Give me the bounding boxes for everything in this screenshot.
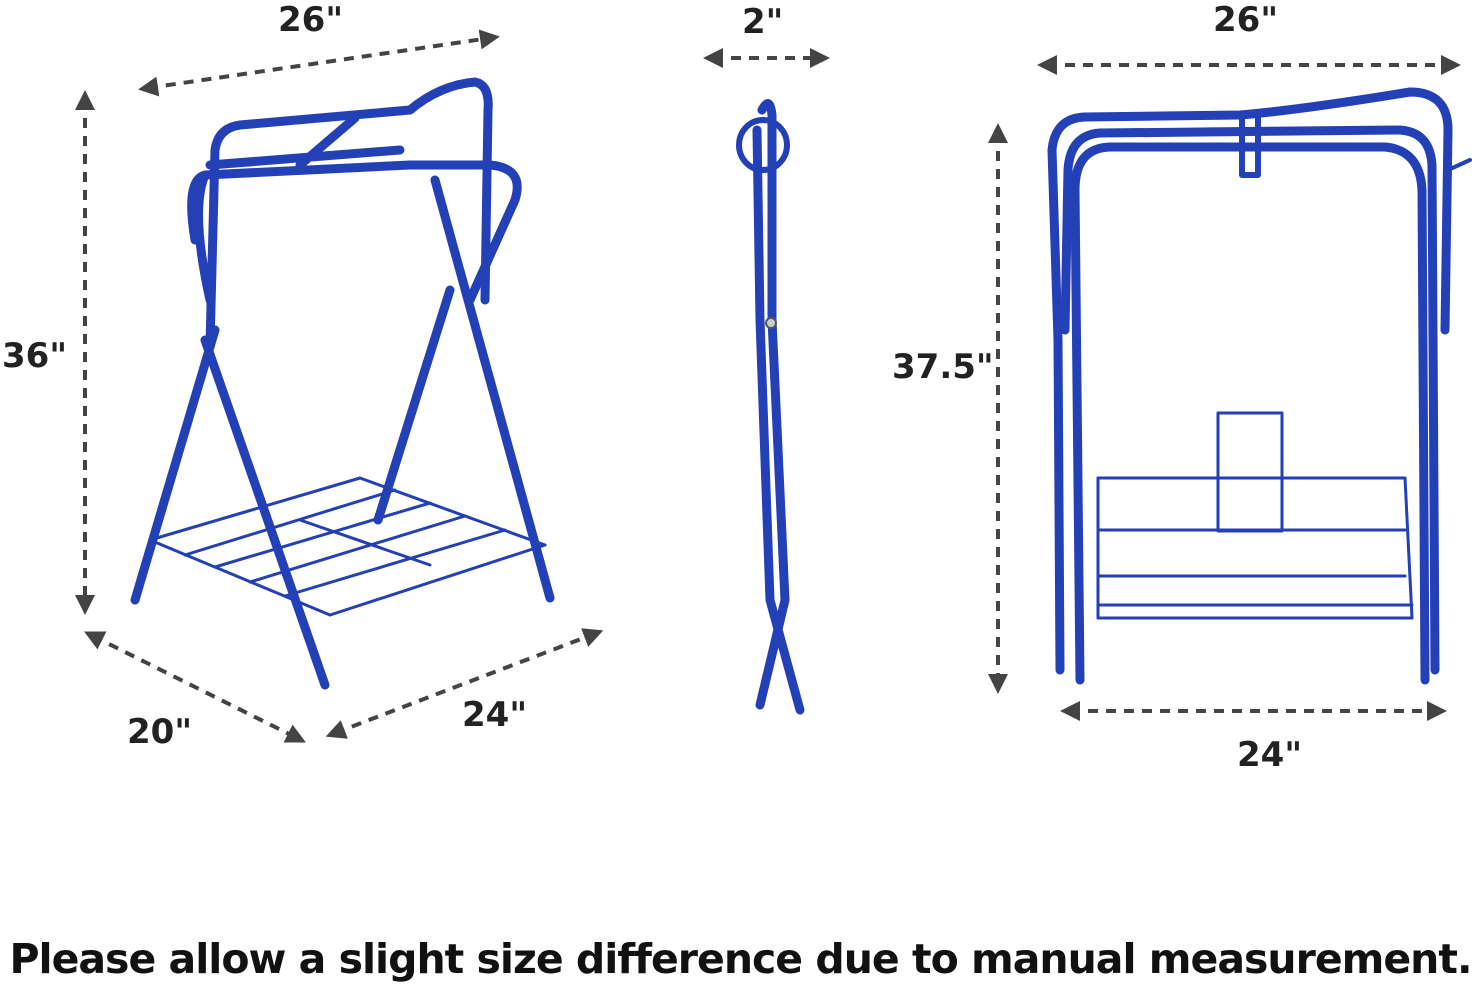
label-folded-depth: 2" bbox=[742, 2, 784, 42]
saddle-stand-front-view bbox=[1047, 87, 1472, 685]
label-height-perspective: 36" bbox=[2, 336, 68, 376]
dim-line-top-width-perspective bbox=[138, 29, 500, 97]
label-bottom-width-perspective: 24" bbox=[462, 695, 528, 735]
measurement-disclaimer: Please allow a slight size difference du… bbox=[9, 935, 1472, 983]
label-top-width-perspective: 26" bbox=[278, 0, 344, 40]
saddle-stand-perspective-view bbox=[130, 77, 555, 690]
label-top-width-front: 26" bbox=[1213, 0, 1279, 40]
dimension-lines bbox=[75, 29, 1461, 743]
dim-line-depth-perspective bbox=[84, 631, 306, 743]
label-bottom-width-front: 24" bbox=[1237, 735, 1303, 775]
label-depth-perspective: 20" bbox=[127, 712, 193, 752]
saddle-stand-side-view bbox=[736, 99, 805, 715]
label-height-front: 37.5" bbox=[892, 347, 994, 387]
